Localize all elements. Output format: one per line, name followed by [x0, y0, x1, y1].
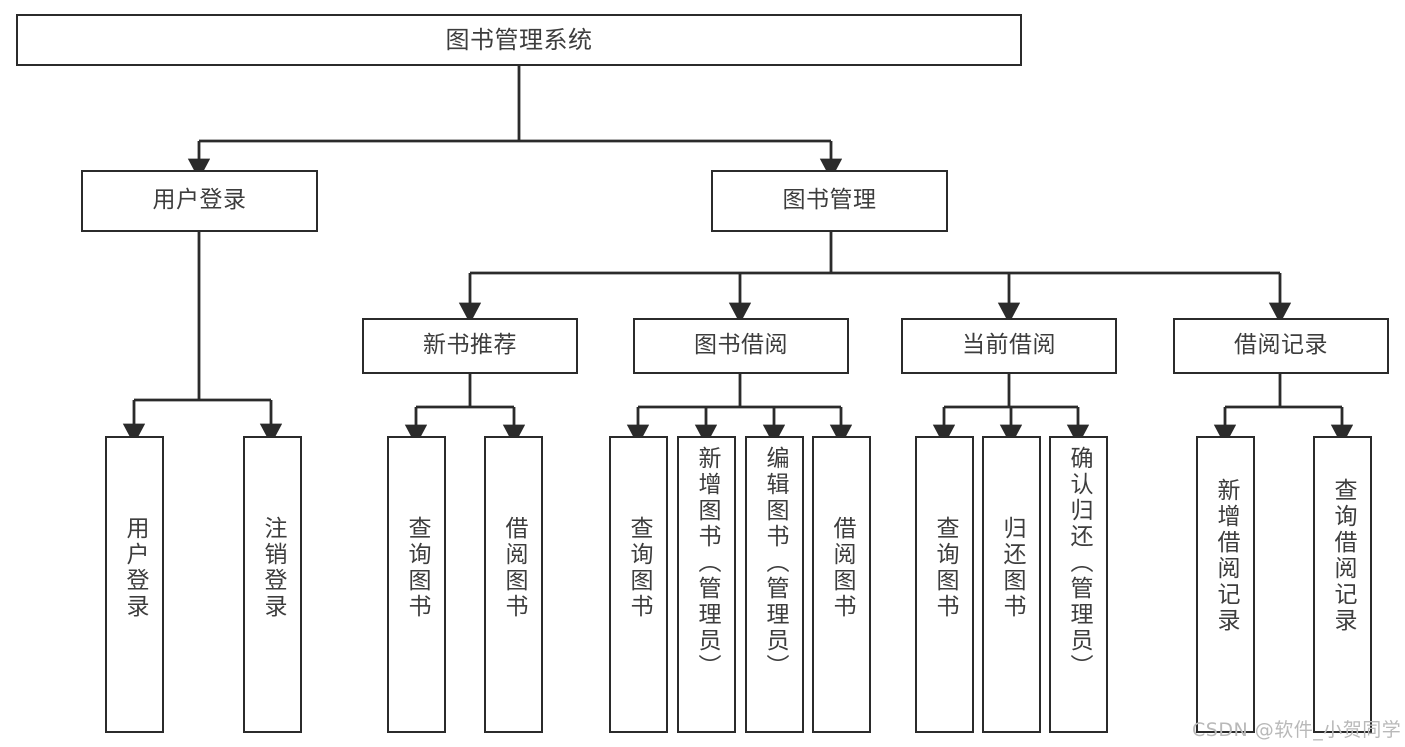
leaf-query-book-current[interactable]: 查询图书 [915, 436, 974, 733]
leaf-add-book-admin[interactable]: 新增图书（管理员） [677, 436, 736, 733]
leaf-add-borrow-record[interactable]: 新增借阅记录 [1196, 436, 1255, 733]
leaf-query-book-borrow[interactable]: 查询图书 [609, 436, 668, 733]
node-label: 查询图书 [626, 516, 652, 620]
node-label: 借阅图书 [829, 516, 855, 620]
leaf-borrow-book-recommend[interactable]: 借阅图书 [484, 436, 543, 733]
leaf-query-book-recommend[interactable]: 查询图书 [387, 436, 446, 733]
node-new-book-recommend[interactable]: 新书推荐 [362, 318, 578, 374]
node-label: 借阅图书 [501, 516, 527, 620]
leaf-query-borrow-record[interactable]: 查询借阅记录 [1313, 436, 1372, 733]
leaf-user-login[interactable]: 用户登录 [105, 436, 164, 733]
leaf-borrow-book[interactable]: 借阅图书 [812, 436, 871, 733]
node-label: 查询图书 [404, 516, 430, 620]
node-label: 新增图书（管理员） [694, 446, 720, 680]
node-book-borrow[interactable]: 图书借阅 [633, 318, 849, 374]
csdn-watermark: CSDN @软件_小贺同学 [1192, 719, 1402, 741]
node-label: 借阅记录 [1234, 332, 1328, 359]
node-user-login[interactable]: 用户登录 [81, 170, 318, 232]
node-label: 用户登录 [122, 516, 148, 620]
node-label: 查询借阅记录 [1330, 478, 1356, 634]
node-label: 确认归还（管理员） [1066, 446, 1092, 680]
node-label: 新书推荐 [423, 332, 517, 359]
node-label: 新增借阅记录 [1213, 478, 1239, 634]
node-label: 编辑图书（管理员） [762, 446, 788, 680]
node-label: 图书管理 [782, 187, 877, 214]
node-label: 图书管理系统 [445, 25, 593, 54]
node-root-book-management-system[interactable]: 图书管理系统 [16, 14, 1022, 66]
node-label: 归还图书 [999, 516, 1025, 620]
leaf-edit-book-admin[interactable]: 编辑图书（管理员） [745, 436, 804, 733]
node-label: 查询图书 [932, 516, 958, 620]
leaf-return-book[interactable]: 归还图书 [982, 436, 1041, 733]
leaf-logout[interactable]: 注销登录 [243, 436, 302, 733]
node-current-borrow[interactable]: 当前借阅 [901, 318, 1117, 374]
node-borrow-record[interactable]: 借阅记录 [1173, 318, 1389, 374]
node-label: 注销登录 [260, 516, 286, 620]
node-label: 图书借阅 [694, 332, 788, 359]
node-label: 当前借阅 [962, 332, 1056, 359]
node-label: 用户登录 [152, 187, 247, 214]
leaf-confirm-return-admin[interactable]: 确认归还（管理员） [1049, 436, 1108, 733]
node-book-management[interactable]: 图书管理 [711, 170, 948, 232]
